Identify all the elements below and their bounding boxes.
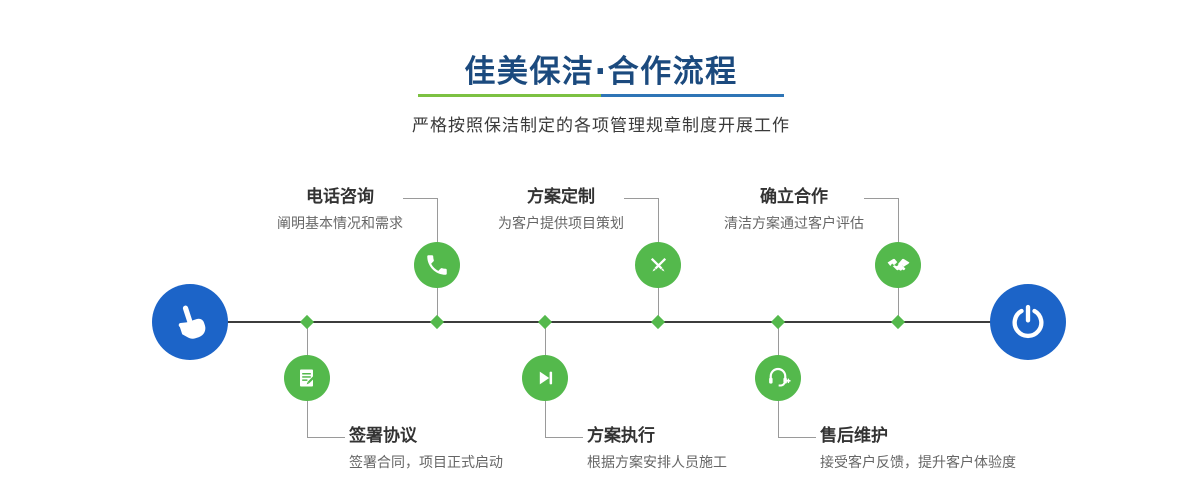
connector-line [864,198,898,199]
step-title: 方案定制 [527,187,595,207]
step-node [755,355,801,401]
divider-blue-segment [601,94,784,97]
page-title: 佳美保洁·合作流程 [464,54,738,90]
connector-line [624,198,658,199]
step-title: 确立合作 [760,187,828,207]
step-node [284,355,330,401]
step-node [875,242,921,288]
diamond-marker [770,314,786,330]
power-icon [1008,302,1048,342]
step-desc: 阐明基本情况和需求 [277,216,403,232]
title-divider [418,94,784,97]
step-node [522,355,568,401]
step-node [635,242,681,288]
headset-support-icon [765,365,791,391]
diamond-marker [429,314,445,330]
step-desc: 接受客户反馈，提升客户体验度 [820,455,1016,471]
connector-line [545,437,583,438]
diamond-marker [537,314,553,330]
step-title: 方案执行 [587,426,655,446]
timeline-line [190,321,1028,323]
step-desc: 根据方案安排人员施工 [587,455,727,471]
pencil-tools-icon [646,253,671,278]
step-title: 售后维护 [820,426,888,446]
connector-line [403,198,437,199]
hand-pointer-icon [169,301,211,343]
diamond-marker [650,314,666,330]
step-node [414,242,460,288]
page-subtitle: 严格按照保洁制定的各项管理规章制度开展工作 [412,116,790,136]
play-execute-icon [533,366,557,390]
diamond-marker [299,314,315,330]
timeline-end-node [990,284,1066,360]
step-title: 电话咨询 [306,187,374,207]
phone-icon [424,252,450,278]
handshake-icon [885,252,912,279]
step-desc: 清洁方案通过客户评估 [724,216,864,232]
step-desc: 签署合同，项目正式启动 [349,455,503,471]
step-desc: 为客户提供项目策划 [498,216,624,232]
contract-sign-icon [295,366,319,390]
timeline-start-node [152,284,228,360]
connector-line [778,437,816,438]
connector-line [307,437,345,438]
step-title: 签署协议 [349,426,417,446]
diamond-marker [890,314,906,330]
divider-green-segment [418,94,601,97]
